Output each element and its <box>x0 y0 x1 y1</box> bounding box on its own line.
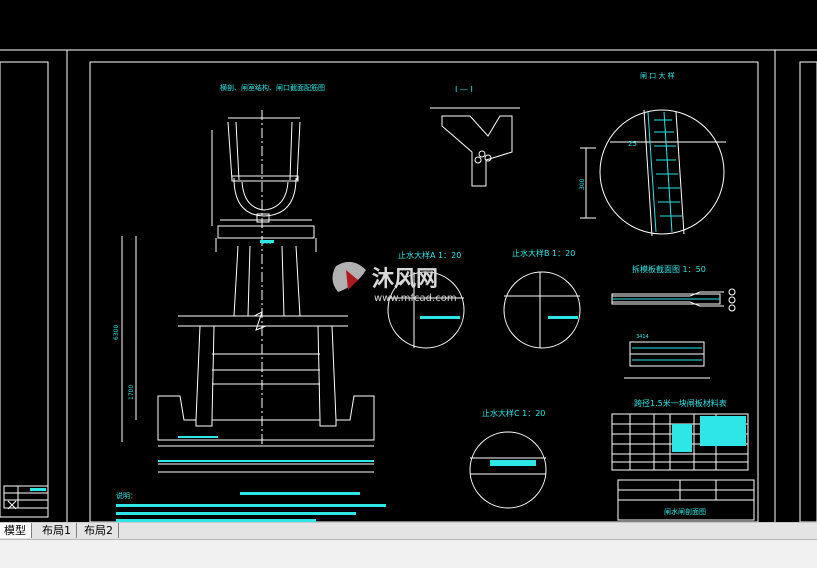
dim-left-small: 1700 <box>128 385 135 400</box>
detail-top-right-dim: 25 <box>628 140 637 148</box>
tab-strip <box>0 523 817 540</box>
gate-opening-detail <box>580 109 726 237</box>
detail-a-circle <box>387 271 465 349</box>
dim-center: 100 <box>262 240 272 246</box>
dim-right-vertical: 300 <box>579 178 586 190</box>
watermark-logo <box>332 261 366 292</box>
title-block <box>617 479 755 521</box>
detail-c-circle <box>469 431 547 509</box>
detail-c-title: 止水大样C 1：20 <box>482 408 545 418</box>
tab-layout1[interactable]: 布局1 <box>38 523 77 538</box>
material-table-title: 跨径1.5米一块闸板材料表 <box>634 398 727 408</box>
notes-label: 说明： <box>116 491 137 500</box>
title-block-name: 闸水闸剖面图 <box>664 507 706 516</box>
cad-drawing-canvas[interactable]: 横剖、闸室结构、闸口截面配筋图 I — I 闸 口 大 样 25 止水大样A 1… <box>0 0 817 522</box>
detail-b-title: 止水大样B 1：20 <box>512 248 575 258</box>
main-title: 横剖、闸室结构、闸口截面配筋图 <box>220 83 325 92</box>
tab-model[interactable]: 模型 <box>0 523 32 538</box>
gate-elevation-drawing <box>121 110 375 473</box>
tab-layout2-label: 布局2 <box>84 524 113 537</box>
notes-lines <box>116 492 386 522</box>
tab-layout2[interactable]: 布局2 <box>80 523 119 538</box>
section-label: I — I <box>455 85 473 94</box>
rebar-section-title: 拆模板截面图 1：50 <box>632 264 706 274</box>
detail-a-title: 止水大样A 1：20 <box>398 250 461 260</box>
rebar-section-drawing <box>611 288 736 379</box>
layout-tab-bar: 模型 布局1 布局2 <box>0 522 817 568</box>
detail-top-right-title: 闸 口 大 样 <box>640 71 675 80</box>
dim-left-vertical: 6300 <box>113 325 120 340</box>
drawing-svg: 横剖、闸室结构、闸口截面配筋图 I — I 闸 口 大 样 25 止水大样A 1… <box>0 49 817 522</box>
section-detail-drawing <box>430 107 520 187</box>
watermark-url: www.mfcad.com <box>374 293 457 304</box>
tab-layout1-label: 布局1 <box>42 524 71 537</box>
tab-model-label: 模型 <box>4 524 26 537</box>
dim-rebar: 3414 <box>636 334 649 340</box>
detail-b-circle <box>503 271 581 349</box>
watermark-brand: 沐风网 <box>372 267 438 292</box>
